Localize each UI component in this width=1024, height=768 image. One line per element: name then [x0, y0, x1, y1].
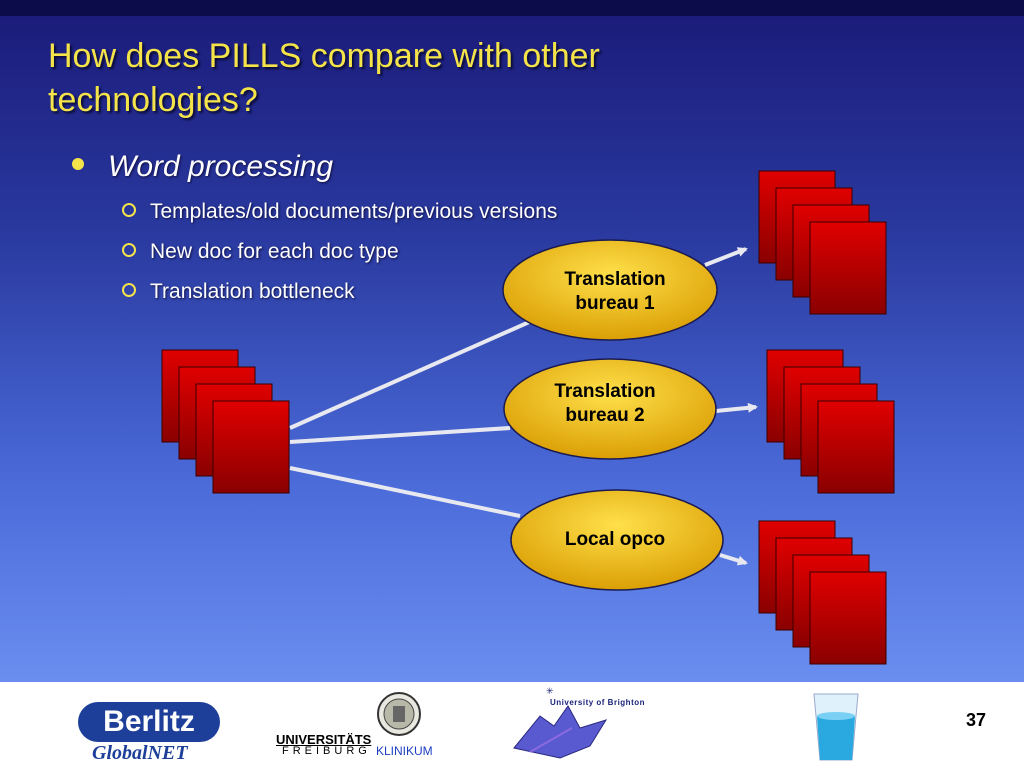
- node-label-line: bureau 1: [575, 293, 655, 314]
- slide-background: How does PILLS compare with other techno…: [0, 0, 1024, 682]
- node-label-line: Translation: [554, 381, 656, 402]
- node-local-opco-label: Local opco: [564, 529, 666, 550]
- ellipse-bureau-2: [503, 358, 717, 460]
- source-document-stack: [161, 349, 290, 494]
- globalnet-logo-text: GlobalNET: [92, 742, 188, 764]
- svg-text:✳: ✳: [546, 687, 554, 697]
- ring-bullet-icon: [122, 283, 136, 298]
- bullet-dot-icon: [72, 158, 84, 171]
- uni-freiburg-text-1: UNIVERSITÄTS: [276, 732, 372, 747]
- page-number: 37: [966, 710, 987, 730]
- ellipse-local-opco: [510, 489, 724, 591]
- bullet-label: Word processing: [108, 150, 334, 183]
- output-document-stack-2: [766, 349, 895, 494]
- output-document-stack-3: [758, 520, 887, 665]
- sub-bullet-label: New doc for each doc type: [150, 240, 399, 263]
- line-to-bureau-1: [289, 313, 546, 430]
- node-bureau-1-label: Translation bureau 1: [510, 268, 720, 316]
- node-label-line: bureau 2: [565, 405, 645, 426]
- line-to-bureau-2: [289, 426, 511, 444]
- arrow-to-docs-2: [715, 402, 758, 413]
- sub-bullet-label: Templates/old documents/previous version…: [150, 200, 558, 223]
- berlitz-logo: Berlitz: [78, 702, 220, 742]
- university-seal-icon: [377, 692, 421, 736]
- sub-bullet-2: New doc for each doc type: [122, 240, 399, 264]
- arrow-to-docs-3: [719, 553, 748, 566]
- workflow-diagram: [161, 170, 895, 665]
- arrow-to-docs-1: [704, 247, 748, 267]
- ring-bullet-icon: [122, 203, 136, 218]
- sub-bullet-label: Translation bottleneck: [150, 280, 355, 303]
- uni-freiburg-text-3: KLINIKUM: [376, 744, 433, 758]
- uni-freiburg-text-2: FREIBURG: [282, 745, 371, 757]
- connector-lines: [289, 247, 758, 566]
- bullet-word-processing: Word processing: [72, 150, 333, 184]
- sub-bullet-3: Translation bottleneck: [122, 280, 355, 304]
- top-bar: [0, 0, 1024, 16]
- sub-bullet-1: Templates/old documents/previous version…: [122, 200, 557, 224]
- node-bureau-2-label: Translation bureau 2: [500, 380, 710, 428]
- brighton-leaf-icon: ✳: [513, 687, 608, 759]
- output-document-stack-1: [758, 170, 887, 315]
- ellipse-bureau-1: [502, 239, 718, 341]
- line-to-local-opco: [289, 466, 521, 518]
- slide-title: How does PILLS compare with other techno…: [48, 37, 600, 119]
- brighton-text: University of Brighton: [550, 698, 646, 707]
- ring-bullet-icon: [122, 243, 136, 258]
- node-label-line: Translation: [564, 269, 666, 290]
- water-glass-icon: [813, 693, 859, 761]
- footer: Berlitz GlobalNET UNIVERSITÄTS FREIBURG …: [0, 682, 1024, 768]
